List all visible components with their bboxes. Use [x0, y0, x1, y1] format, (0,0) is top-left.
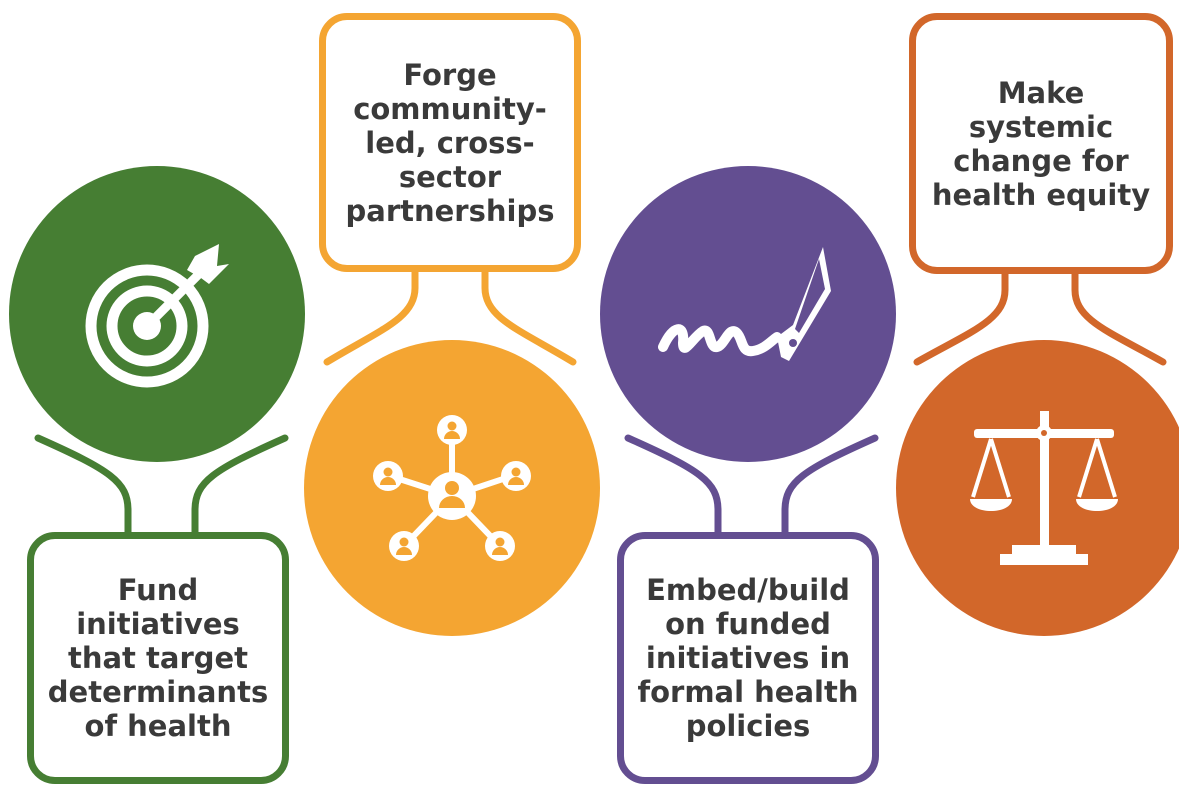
step-circle-forge [304, 340, 600, 636]
connector-orange [323, 266, 577, 366]
scales-icon [970, 411, 1118, 565]
network-icon [373, 415, 531, 561]
connector-green [34, 434, 289, 539]
step-label-systemic: Make systemic change for health equity [931, 75, 1151, 212]
step-box-fund: Fund initiatives that target determinant… [27, 532, 289, 784]
pen-signature-icon [658, 247, 831, 361]
connector-purple [624, 434, 879, 539]
target-icon [85, 244, 229, 388]
step-label-fund: Fund initiatives that target determinant… [47, 573, 269, 743]
step-circle-systemic [896, 340, 1179, 636]
step-circle-fund [9, 166, 305, 462]
step-box-systemic: Make systemic change for health equity [909, 13, 1173, 274]
connector-dark-orange [913, 268, 1167, 366]
step-box-forge: Forge community- led, cross- sector part… [319, 13, 581, 272]
step-box-embed: Embed/build on funded initiatives in for… [617, 532, 879, 784]
step-circle-embed [600, 166, 896, 462]
step-label-forge: Forge community- led, cross- sector part… [345, 57, 555, 228]
step-label-embed: Embed/build on funded initiatives in for… [637, 573, 859, 743]
